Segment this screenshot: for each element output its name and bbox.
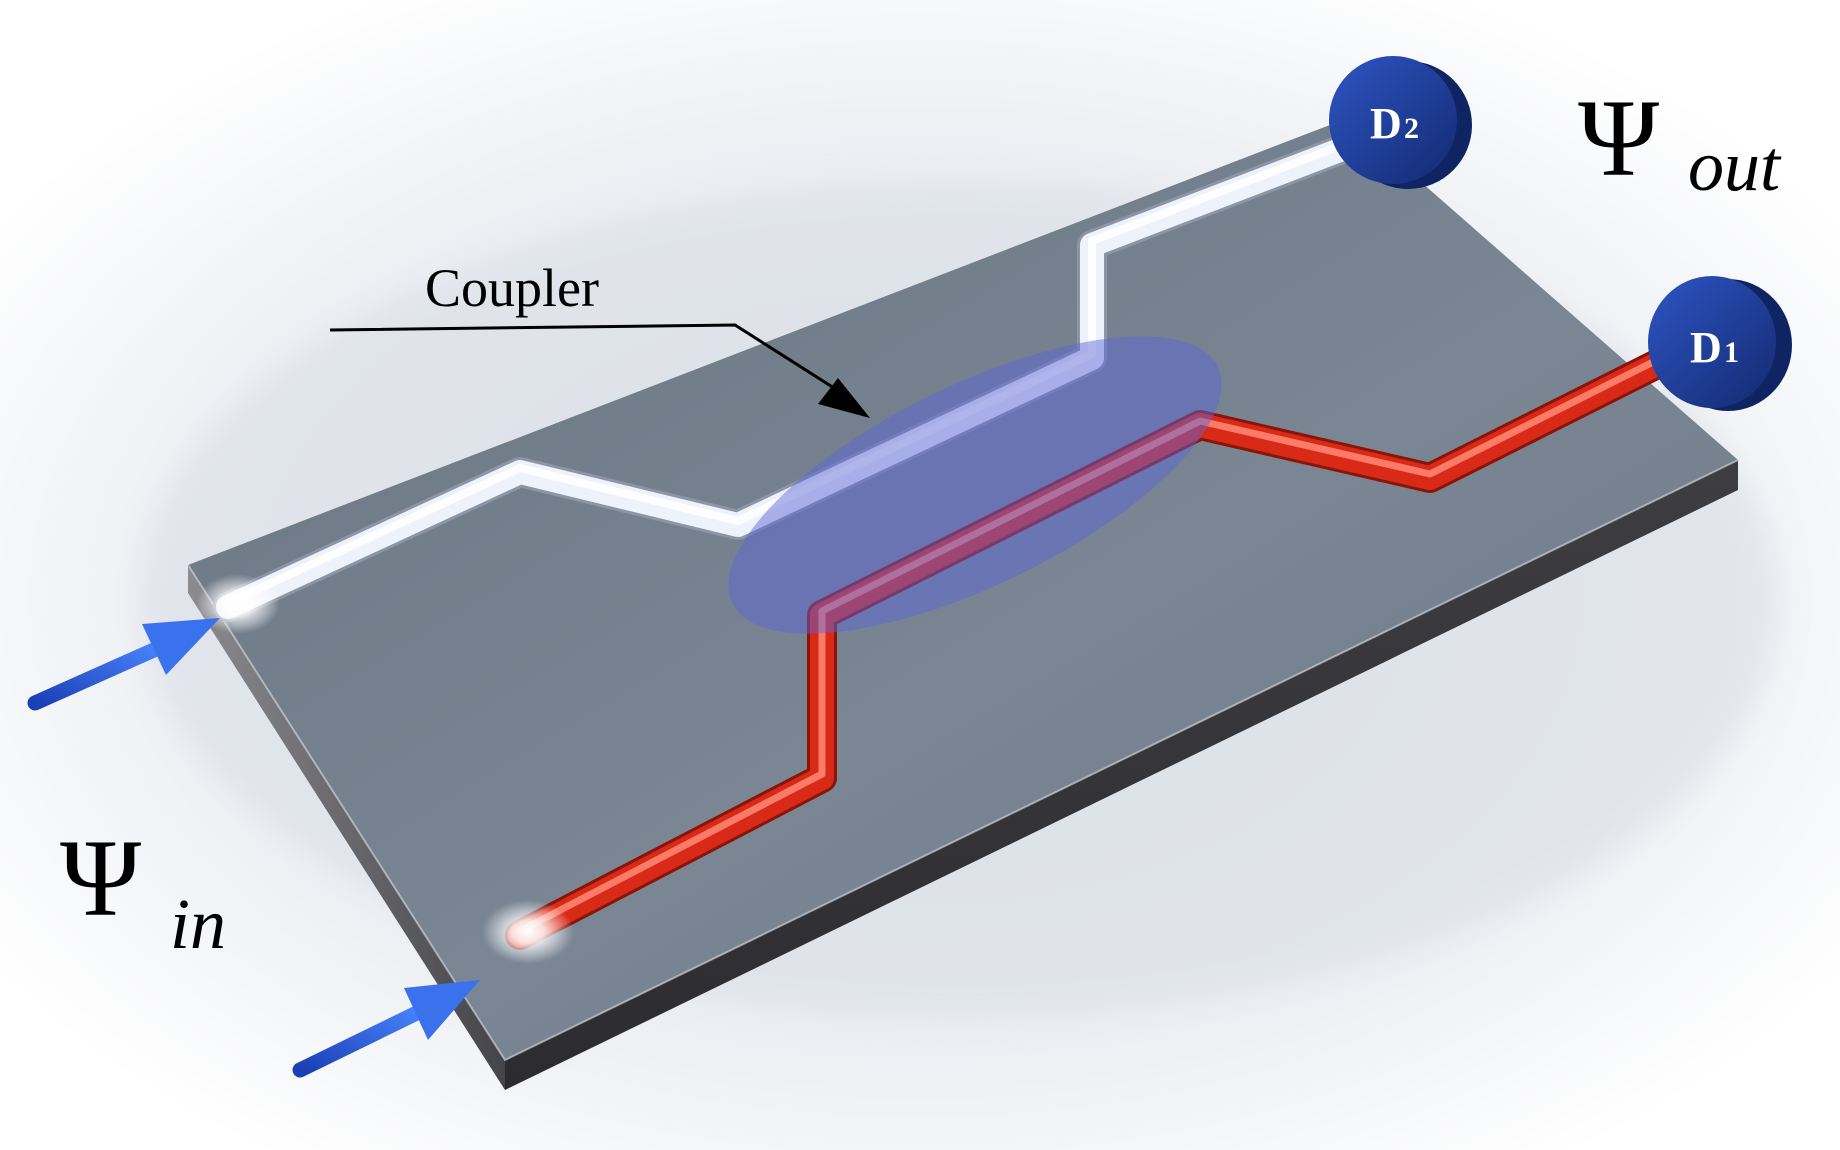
detector-d1-index: 1 [1724,336,1739,369]
detector-d2-index: 2 [1404,112,1419,145]
coupler-label: Coupler [425,258,599,318]
input-arrow-upper [27,618,220,711]
coupler-region [728,336,1222,634]
input-glow-lower [482,900,574,964]
psi-input-subscript: in [170,884,226,964]
waveguide-upper [213,133,1360,622]
chip-bottom-face [505,460,1738,1090]
coupler-pointer-arrow [329,323,870,418]
psi-output-subscript: out [1688,126,1782,206]
psi-output-label: Ψ out [1578,77,1782,206]
chip-top-face [188,118,1738,1060]
chip-top-edge-highlight [187,459,1739,1062]
detector-d2: D 2 [1329,56,1472,189]
psi-output-symbol: Ψ [1578,77,1659,199]
psi-input-symbol: Ψ [60,817,141,939]
detector-d1-letter: D [1690,323,1722,372]
waveguide-lower [505,345,1680,950]
chip-front-face [188,565,505,1090]
chip-substrate [187,118,1739,1090]
psi-input-label: Ψ in [60,817,226,964]
input-arrow-lower [292,980,480,1078]
detector-d1: D 1 [1648,276,1792,411]
detector-d2-letter: D [1370,99,1402,148]
